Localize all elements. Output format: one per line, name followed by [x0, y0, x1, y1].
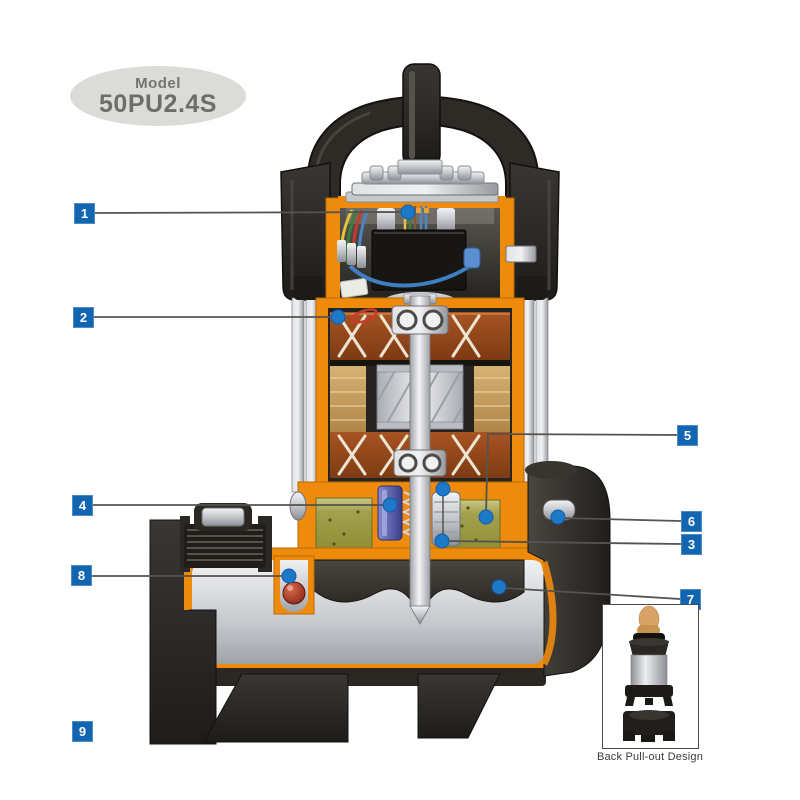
- back-pullout-photo: [623, 605, 675, 742]
- inlet-cap: [201, 507, 245, 527]
- callout-label-9: 9: [72, 721, 93, 742]
- stand-legs: [203, 673, 501, 743]
- bearing-lower: [393, 449, 447, 477]
- leader-line: [559, 517, 682, 522]
- motor-unit: [625, 638, 673, 706]
- back-pullout-inset-box: [602, 604, 699, 749]
- bolt-boss: [377, 208, 395, 232]
- callout-label-8: 8: [71, 565, 92, 586]
- callout-label-1: 1: [74, 203, 95, 224]
- callout-label-6: 6: [681, 511, 702, 532]
- back-pullout-caption: Back Pull-out Design: [596, 751, 704, 763]
- bearing-upper: [391, 305, 449, 335]
- hand: [637, 605, 660, 636]
- cap-nut: [518, 276, 546, 300]
- wire-connector: [339, 278, 369, 298]
- leader-line: [94, 211, 409, 214]
- target-dot: [491, 579, 507, 595]
- seal-spring: [401, 491, 417, 538]
- coil-end: [330, 366, 366, 432]
- target-dot: [434, 533, 450, 549]
- model-badge: Model 50PU2.4S: [70, 66, 246, 126]
- model-badge-label: Model: [135, 74, 181, 92]
- target-dot: [281, 568, 297, 584]
- callout-label-5: 5: [677, 425, 698, 446]
- callout-label-3: 3: [681, 534, 702, 555]
- callout-label-4: 4: [72, 495, 93, 516]
- hex-fitting: [505, 245, 537, 263]
- target-dot: [550, 509, 566, 525]
- leader-line: [503, 587, 681, 600]
- target-dot: [382, 497, 398, 513]
- target-dot: [478, 509, 494, 525]
- coil-end: [474, 366, 510, 432]
- target-dot: [400, 204, 416, 220]
- target-dot: [330, 309, 346, 325]
- cap-nut: [294, 276, 322, 300]
- wire-elbow: [463, 247, 481, 269]
- model-number: 50PU2.4S: [99, 89, 217, 118]
- oil-chamber: [315, 497, 501, 555]
- thermal-protector: [350, 308, 378, 324]
- target-dot: [435, 481, 451, 497]
- top-flange: [345, 159, 499, 203]
- volute-base: [623, 710, 675, 742]
- leader-line: [485, 433, 678, 515]
- bolt-boss: [437, 208, 455, 232]
- blue-wire: [348, 264, 472, 288]
- callout-label-2: 2: [73, 307, 94, 328]
- suction-connection: [180, 503, 272, 572]
- leader-line: [443, 540, 682, 545]
